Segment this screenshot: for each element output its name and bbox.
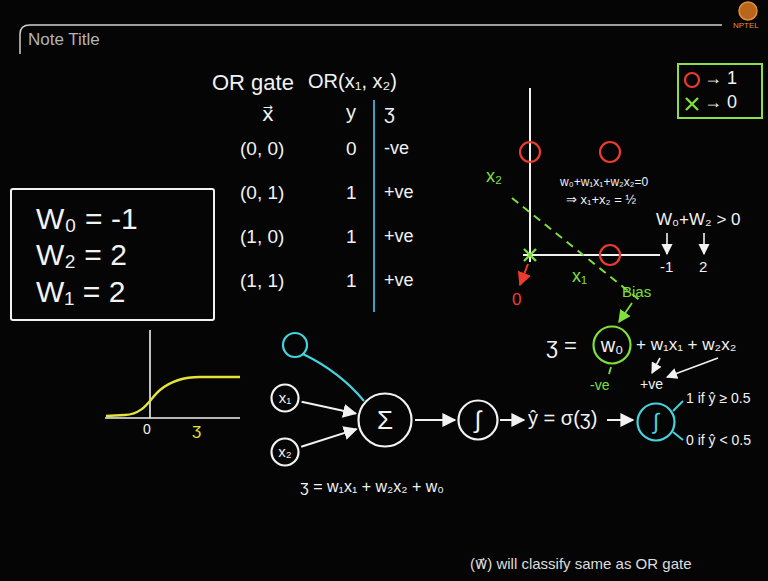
- sign-note: -ve: [590, 377, 609, 393]
- note-text: (w⃗) will classify same as OR gate: [470, 555, 691, 572]
- annotation: Bias: [622, 283, 651, 300]
- legend-box: [678, 64, 762, 118]
- legend-entry: → 0: [704, 92, 737, 113]
- plot-axis: [523, 254, 660, 256]
- sign-note: +ve: [640, 376, 663, 392]
- table-header: y: [346, 101, 356, 124]
- threshold-node: ∫: [636, 402, 676, 442]
- legend-sample: [686, 98, 698, 110]
- axis-label: 0: [143, 421, 151, 437]
- equation: + w₁x₁ + w₂x₂: [636, 335, 736, 355]
- class-one-point: [600, 142, 620, 162]
- table-cell: +ve: [384, 270, 414, 291]
- signal-arrow: [301, 429, 356, 447]
- logo-text: NPTEL: [733, 21, 759, 30]
- bias-wire: [303, 354, 364, 401]
- table-cell: 0: [346, 138, 357, 160]
- equation: ʒ = w₁x₁ + w₂x₂ + w₀: [300, 478, 444, 496]
- function-name: OR(x₁, x₂): [308, 70, 397, 93]
- class-label: 0: [512, 290, 521, 310]
- pointer-arrow: [520, 264, 528, 285]
- table-cell: (0, 1): [240, 182, 284, 204]
- node-text: w₀: [601, 334, 624, 356]
- class-zero-point: [524, 249, 536, 261]
- table-cell: -ve: [384, 138, 409, 159]
- constraint: W₀+W₂ > 0: [656, 210, 741, 230]
- signal-arrow: [607, 419, 633, 421]
- pointer-arrow: [703, 233, 705, 254]
- pointer-arrow: [667, 358, 718, 377]
- value: -1: [660, 258, 673, 275]
- sigmoid-axis: [105, 417, 240, 419]
- axis-label: x₂: [486, 166, 502, 187]
- table-cell: +ve: [384, 226, 414, 247]
- summation-node: Σ: [357, 392, 413, 448]
- page-header: Note Title: [28, 30, 100, 50]
- pointer-arrow: [619, 303, 632, 322]
- node-text: x₁: [279, 390, 292, 407]
- boundary-equation: w₀+w₁x₁+w₂x₂=0: [560, 176, 648, 190]
- decision-rule: 1 if ŷ ≥ 0.5: [686, 390, 751, 406]
- node-text: ∫: [475, 407, 482, 433]
- sigmoid-curve: [106, 377, 240, 416]
- node-text: ∫: [653, 410, 659, 434]
- legend-text: → 1: [704, 68, 737, 88]
- signal-arrow: [415, 419, 455, 421]
- table-cell: (1, 1): [240, 270, 284, 292]
- page-frame: [20, 25, 722, 54]
- signal-arrow: [500, 419, 524, 421]
- table-header: x⃗: [262, 103, 274, 126]
- node-text: W₂ = 2: [36, 238, 127, 271]
- node-circle: [594, 327, 631, 364]
- output-branch: [673, 401, 683, 411]
- table-cell: 1: [346, 226, 357, 248]
- bias-term-circle: w₀: [592, 325, 632, 365]
- decision-rule: 0 if ŷ < 0.5: [686, 432, 751, 448]
- table-cell: 1: [346, 182, 357, 204]
- plot-axis: [529, 88, 531, 262]
- node-circle: [459, 401, 498, 440]
- pointer-arrow: [666, 233, 668, 254]
- table-cell: (1, 0): [240, 226, 284, 248]
- node-circle: [638, 404, 675, 441]
- node-circle: [272, 439, 299, 466]
- node-text: Σ: [377, 406, 393, 435]
- table-cell: 1: [346, 270, 357, 292]
- node-text: W₀ = -1: [36, 202, 138, 235]
- class-one-point: [600, 245, 620, 265]
- legend-text: → 0: [704, 92, 737, 112]
- axis-label: x₁: [572, 266, 587, 287]
- node-circle: [359, 394, 412, 447]
- input-node: x₂: [270, 437, 300, 467]
- weights-box: W₀ = -1W₂ = 2 W₁ = 2: [10, 188, 215, 321]
- legend-sample: [685, 73, 699, 87]
- table-cell: (0, 0): [240, 138, 284, 160]
- value: 2: [699, 258, 707, 275]
- boundary-equation: ⇒ x₁+x₂ = ½: [566, 193, 636, 208]
- equation: ʒ =: [546, 333, 577, 358]
- activation-node: ∫: [457, 399, 499, 441]
- signal-arrow: [302, 402, 356, 414]
- node-text: x₂: [278, 444, 291, 461]
- logo-mark: [739, 2, 757, 20]
- heading: OR gate: [212, 70, 294, 95]
- node-circle: [272, 385, 299, 412]
- sigmoid-axis: [149, 330, 151, 418]
- output-branch: [673, 432, 683, 440]
- table-header: ʒ: [384, 101, 395, 124]
- node-text: W₁ = 2: [36, 275, 125, 308]
- input-node: x₁: [270, 383, 300, 413]
- table-divider: [373, 100, 375, 312]
- axis-label: ʒ: [192, 420, 201, 440]
- table-cell: +ve: [384, 182, 414, 203]
- class-one-point: [520, 142, 540, 162]
- pointer-line: [609, 367, 611, 374]
- output-formula: ŷ = σ(ʒ): [528, 407, 597, 430]
- legend-entry: → 1: [704, 68, 737, 89]
- pointer-arrow: [652, 358, 660, 373]
